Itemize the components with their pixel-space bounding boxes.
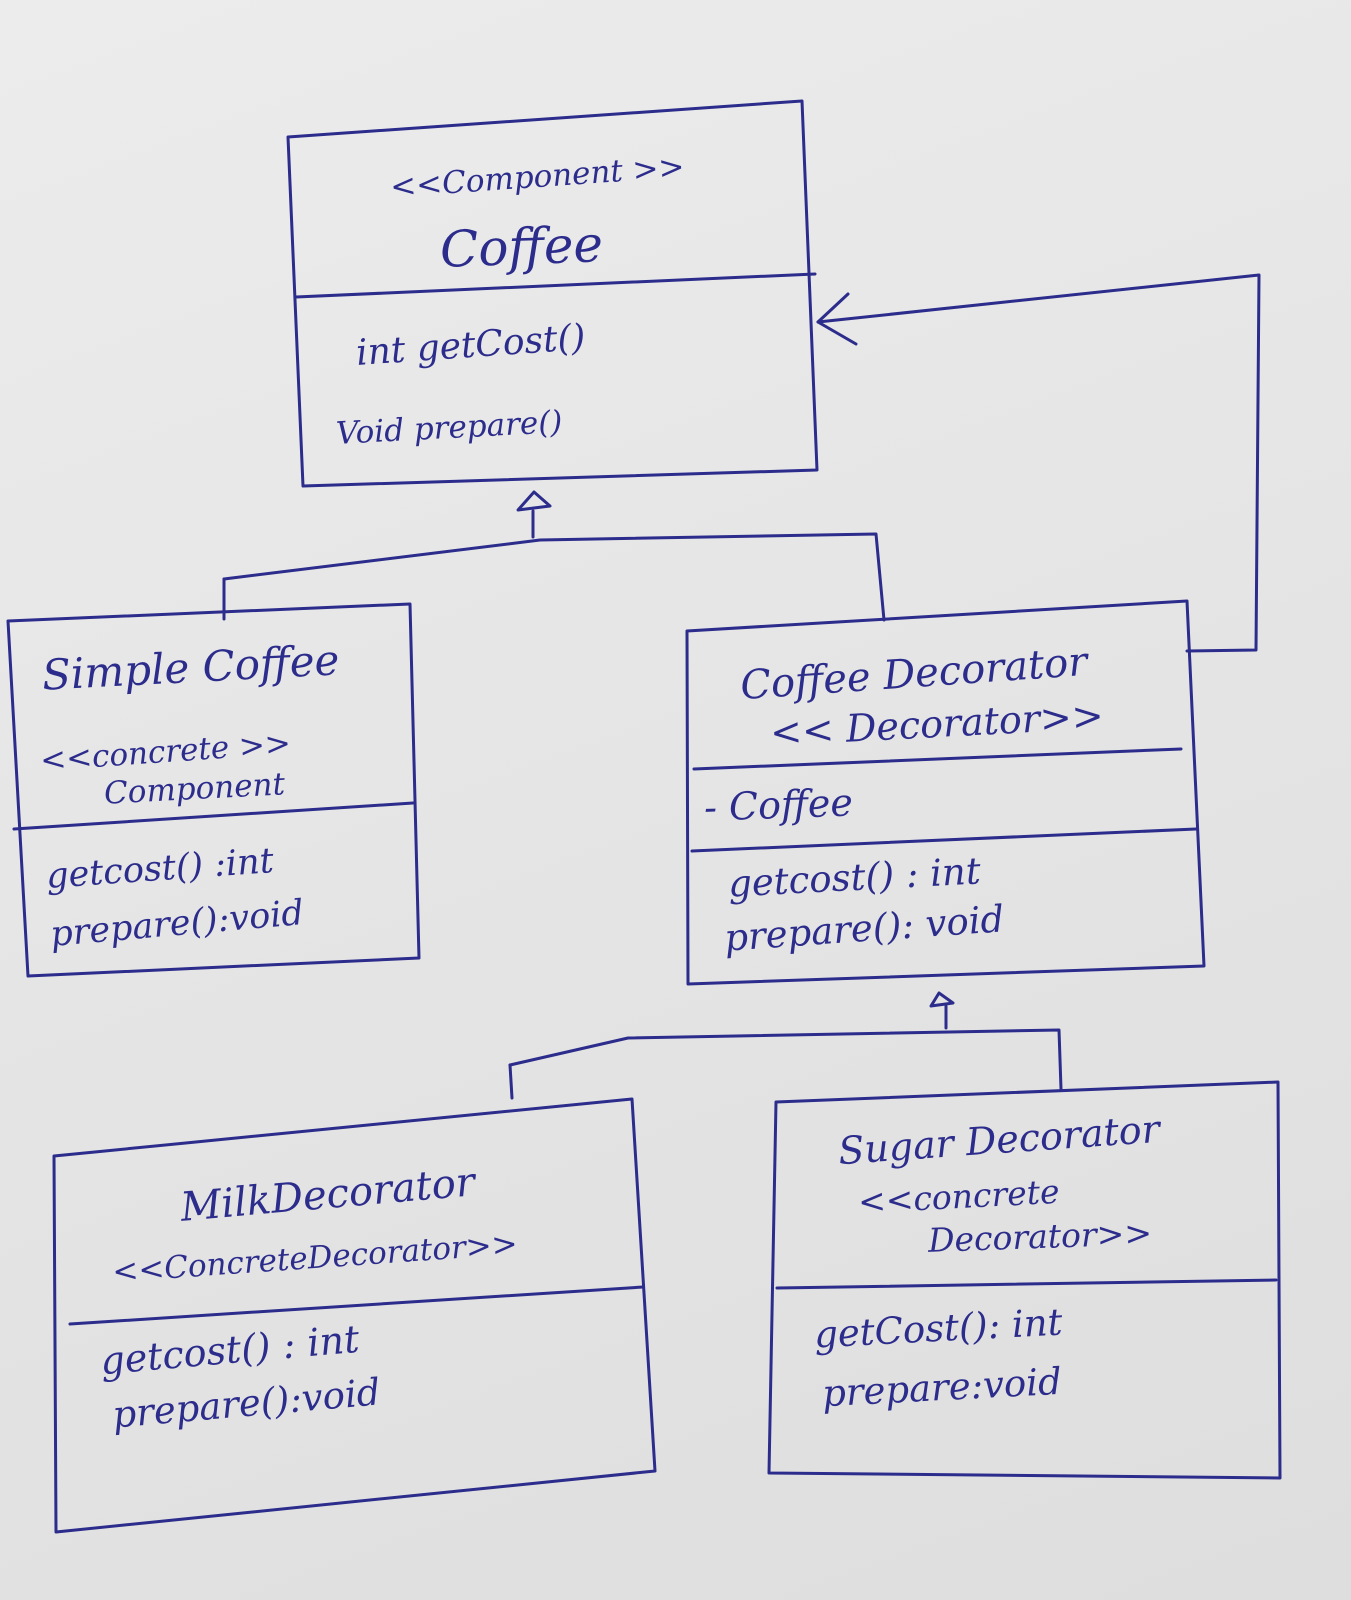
simple-coffee-stereotype-line2: Component <box>103 766 286 812</box>
sugar-decorator-stereotype-line1: <<concrete <box>857 1171 1061 1222</box>
coffee-inheritance-arrow <box>516 490 552 512</box>
decorator-inheritance-arrow <box>929 991 955 1008</box>
sugar-decorator-stereotype-line2: Decorator>> <box>927 1213 1153 1260</box>
coffee-class-box <box>286 99 819 488</box>
coffee-decorator-class-box <box>685 599 1206 986</box>
coffee-class-divider <box>294 272 817 299</box>
inheritance-bar-top <box>222 532 886 622</box>
sugar-decorator-class-divider <box>775 1278 1278 1290</box>
coffee-class-name: Coffee <box>439 215 604 279</box>
decorator-aggregation-arrowhead <box>816 292 858 346</box>
milk-decorator-inheritance-line <box>508 1063 514 1100</box>
coffee-decorator-attribute: - Coffee <box>703 780 854 830</box>
milk-decorator-class-divider <box>68 1285 645 1326</box>
milk-decorator-class-box <box>52 1097 657 1534</box>
simple-coffee-class-divider <box>12 801 415 831</box>
coffee-decorator-attr-divider <box>690 827 1198 853</box>
sugar-decorator-class-box <box>767 1080 1282 1480</box>
coffee-decorator-name-divider <box>692 747 1183 771</box>
decorator-aggregation-line <box>816 273 1261 653</box>
simple-coffee-class-box <box>6 602 421 978</box>
inheritance-bar-bottom <box>508 1028 1063 1091</box>
